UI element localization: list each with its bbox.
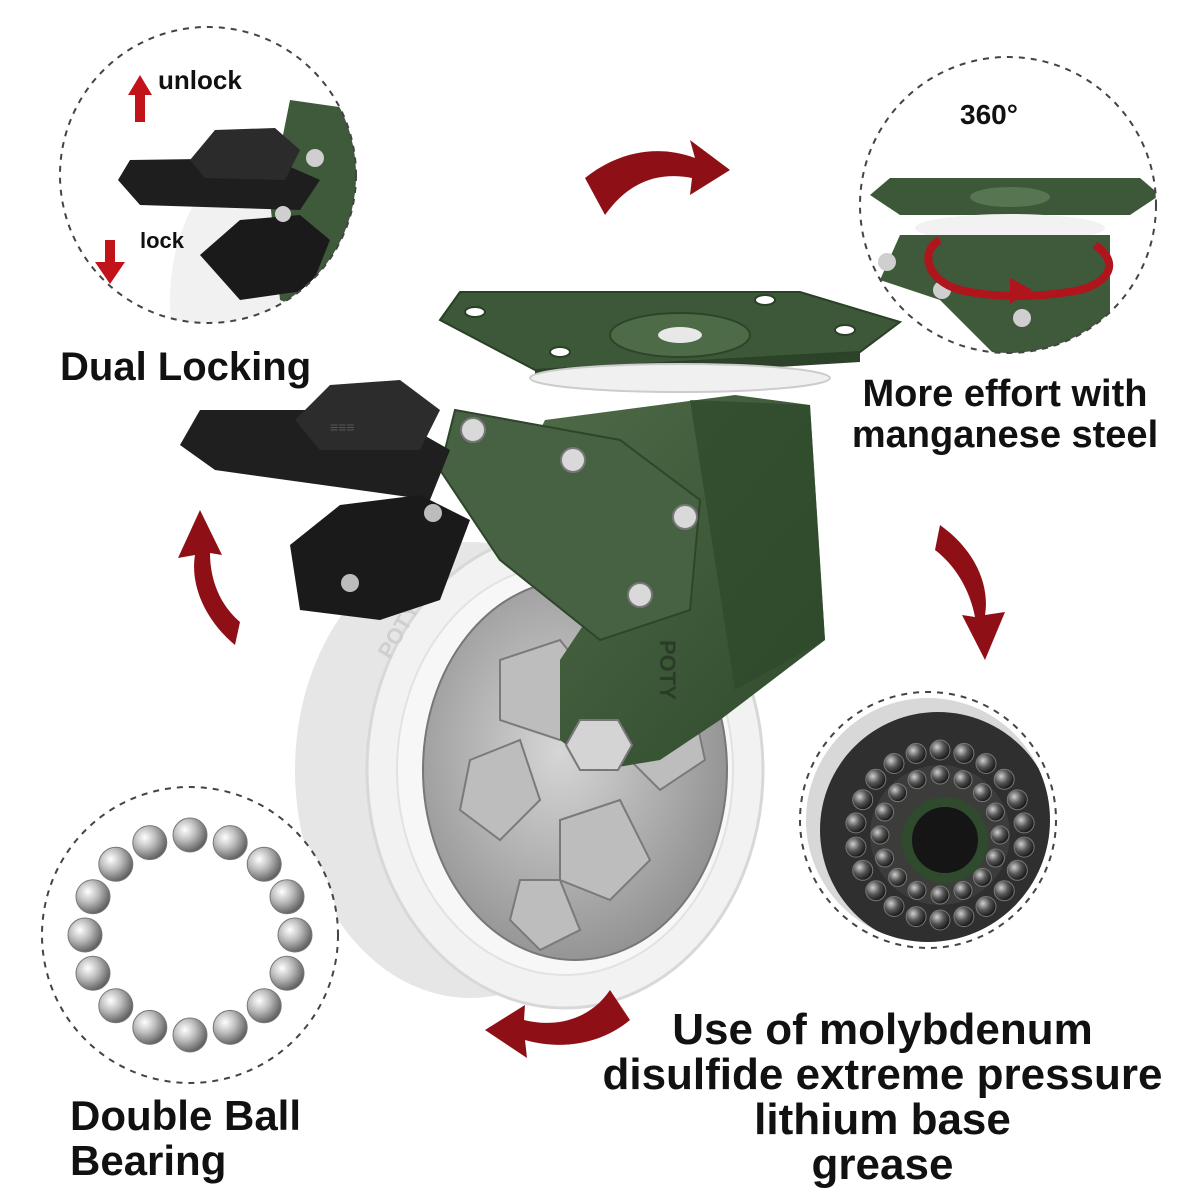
steel-ball <box>172 817 208 853</box>
steel-ball <box>905 906 927 928</box>
grease-title: Use of molybdenum disulfide extreme pres… <box>575 1005 1190 1189</box>
brake-green-plate <box>438 408 702 642</box>
steel-ball <box>907 770 927 790</box>
steel-ball <box>870 825 890 845</box>
steel-ball <box>953 770 973 790</box>
swivel-degrees-label: 360° <box>960 99 1018 130</box>
steel-ball <box>1013 836 1035 858</box>
detail-grease-frame <box>799 691 1057 949</box>
plate-center-rivet <box>658 327 702 343</box>
steel-ball <box>985 802 1005 822</box>
swivel-bearing-ring <box>529 363 831 393</box>
bearing-title-line2: Bearing <box>70 1137 227 1185</box>
grease-line4: grease <box>811 1139 954 1189</box>
steel-ball <box>212 1009 248 1045</box>
steel-ball <box>930 765 950 785</box>
steel-ball <box>212 825 248 861</box>
greased-balls <box>845 739 1035 931</box>
steel-ball <box>845 836 867 858</box>
swivel-title: More effort with manganese steel <box>820 373 1190 457</box>
steel-ball <box>269 879 305 915</box>
steel-ball <box>888 783 908 803</box>
grease-line2: disulfide extreme pressure <box>602 1049 1163 1099</box>
unlock-arrow-icon <box>128 75 152 122</box>
steel-ball <box>929 739 951 761</box>
steel-ball <box>905 742 927 764</box>
steel-ball <box>972 867 992 887</box>
bearing-bore <box>902 797 988 883</box>
steel-ball <box>993 880 1015 902</box>
steel-ball <box>1013 812 1035 834</box>
steel-ball <box>875 802 895 822</box>
steel-ball <box>67 917 103 953</box>
detail-lock-frame <box>59 26 357 324</box>
steel-ball <box>132 1009 168 1045</box>
steel-ball <box>975 896 997 917</box>
detail-ball-bearing <box>41 786 339 1084</box>
steel-ball <box>865 768 887 790</box>
steel-ball <box>246 988 282 1024</box>
steel-ball <box>865 880 887 902</box>
steel-ball <box>852 859 874 881</box>
hub-hex-pattern <box>458 638 707 952</box>
steel-ball <box>888 867 908 887</box>
detail-grease <box>799 691 1057 949</box>
unlock-label: unlock <box>158 65 242 95</box>
brake-pedal: ≡≡≡ <box>180 380 470 620</box>
fork-bolts <box>460 417 698 771</box>
arrow-bottom <box>485 990 630 1058</box>
cycle-arrows <box>178 140 1005 1058</box>
lock-arrow-icon <box>95 240 125 284</box>
detail-swivel <box>859 56 1157 354</box>
steel-ball <box>845 812 867 834</box>
arrow-top <box>585 140 730 215</box>
steel-ball <box>132 825 168 861</box>
pedal-brand-mark: ≡≡≡ <box>330 419 355 435</box>
dual-locking-title: Dual Locking <box>60 345 312 389</box>
steel-ball <box>953 906 975 928</box>
steel-ball <box>972 783 992 803</box>
steel-ball <box>907 880 927 900</box>
steel-ball <box>1006 789 1028 811</box>
steel-ball <box>75 955 111 991</box>
steel-ball <box>929 909 951 931</box>
steel-ball <box>269 955 305 991</box>
steel-ball <box>75 879 111 915</box>
steel-ball <box>172 1017 208 1053</box>
steel-ball <box>953 742 975 764</box>
steel-ball <box>852 789 874 811</box>
steel-ball <box>985 848 1005 868</box>
steel-ball <box>953 880 973 900</box>
steel-ball <box>98 846 134 882</box>
arrow-left <box>178 510 240 645</box>
steel-ball <box>930 885 950 905</box>
lock-label: lock <box>140 228 185 253</box>
bearing-title-line1: Double Ball <box>70 1092 302 1139</box>
axle-nut <box>564 719 634 771</box>
main-caster: POTY POTY ≡≡≡ <box>180 291 903 1010</box>
detail-swivel-frame <box>859 56 1157 354</box>
steel-ball <box>875 848 895 868</box>
steel-ball <box>246 846 282 882</box>
steel-ball <box>277 917 313 953</box>
bearing-title: Double Ball Bearing <box>70 1093 350 1184</box>
detail-bearing-frame <box>41 786 339 1084</box>
steel-ball <box>990 825 1010 845</box>
steel-ball <box>975 753 997 774</box>
steel-ball <box>98 988 134 1024</box>
steel-balls <box>67 817 313 1053</box>
grease-line1: Use of molybdenum <box>672 1005 1093 1054</box>
steel-ball <box>883 753 905 774</box>
steel-ball <box>993 768 1015 790</box>
fork-brand-mark: POTY <box>655 640 680 700</box>
plate-holes <box>464 294 856 358</box>
fork-side-shadow <box>690 400 825 690</box>
grease-line3: lithium base <box>754 1094 1011 1144</box>
steel-ball <box>883 896 905 917</box>
swivel-title-line2: manganese steel <box>851 414 1159 457</box>
arrow-right <box>935 525 1005 660</box>
steel-ball <box>1006 859 1028 881</box>
swivel-title-line1: More effort with <box>862 373 1148 415</box>
